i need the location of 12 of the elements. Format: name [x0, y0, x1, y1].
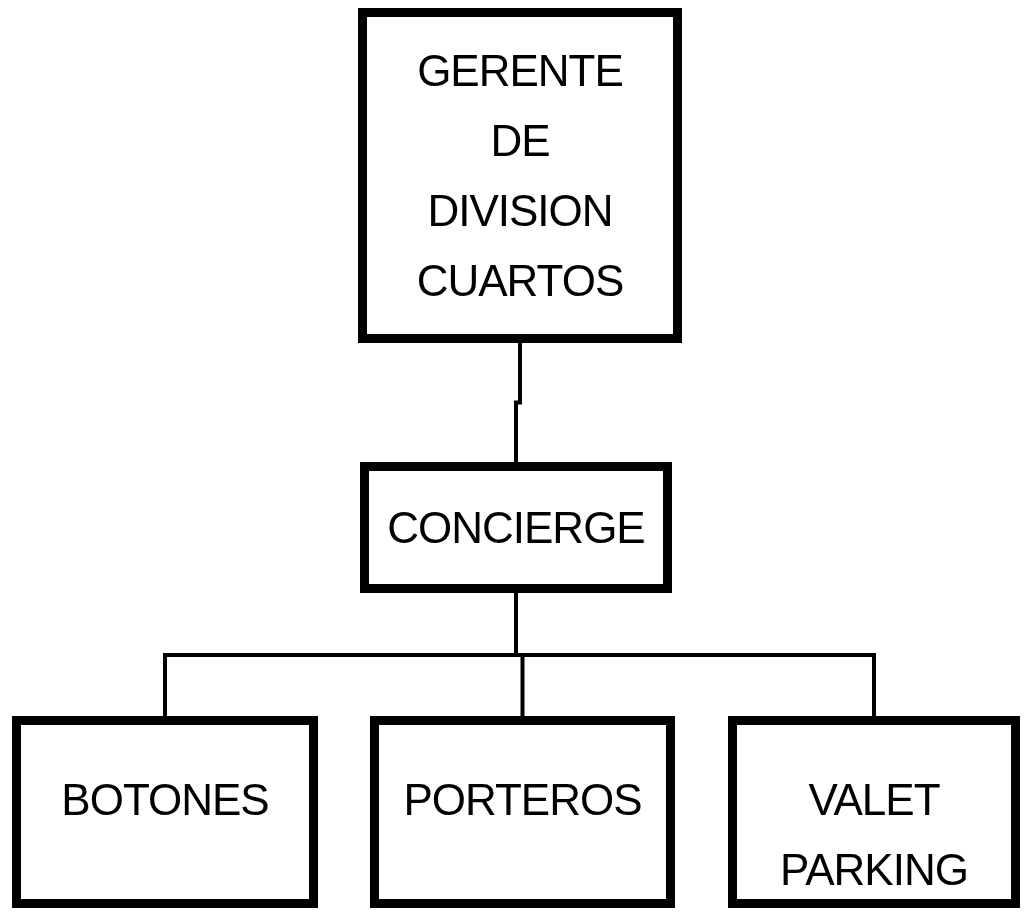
org-box: [360, 462, 672, 593]
role-title: CONCIERGE: [387, 501, 645, 554]
role-title: PORTEROS: [403, 774, 642, 826]
org-box: [358, 8, 682, 343]
org-box: [12, 716, 318, 908]
org-box: [370, 716, 675, 908]
role-title: BOTONES: [61, 774, 269, 826]
role-title: GERENTE DE DIVISION CUARTOS: [415, 44, 625, 307]
org-box: [728, 716, 1020, 908]
role-title: VALET PARKING: [779, 774, 969, 896]
connector-line: [514, 593, 876, 716]
connector-line: [514, 343, 522, 462]
